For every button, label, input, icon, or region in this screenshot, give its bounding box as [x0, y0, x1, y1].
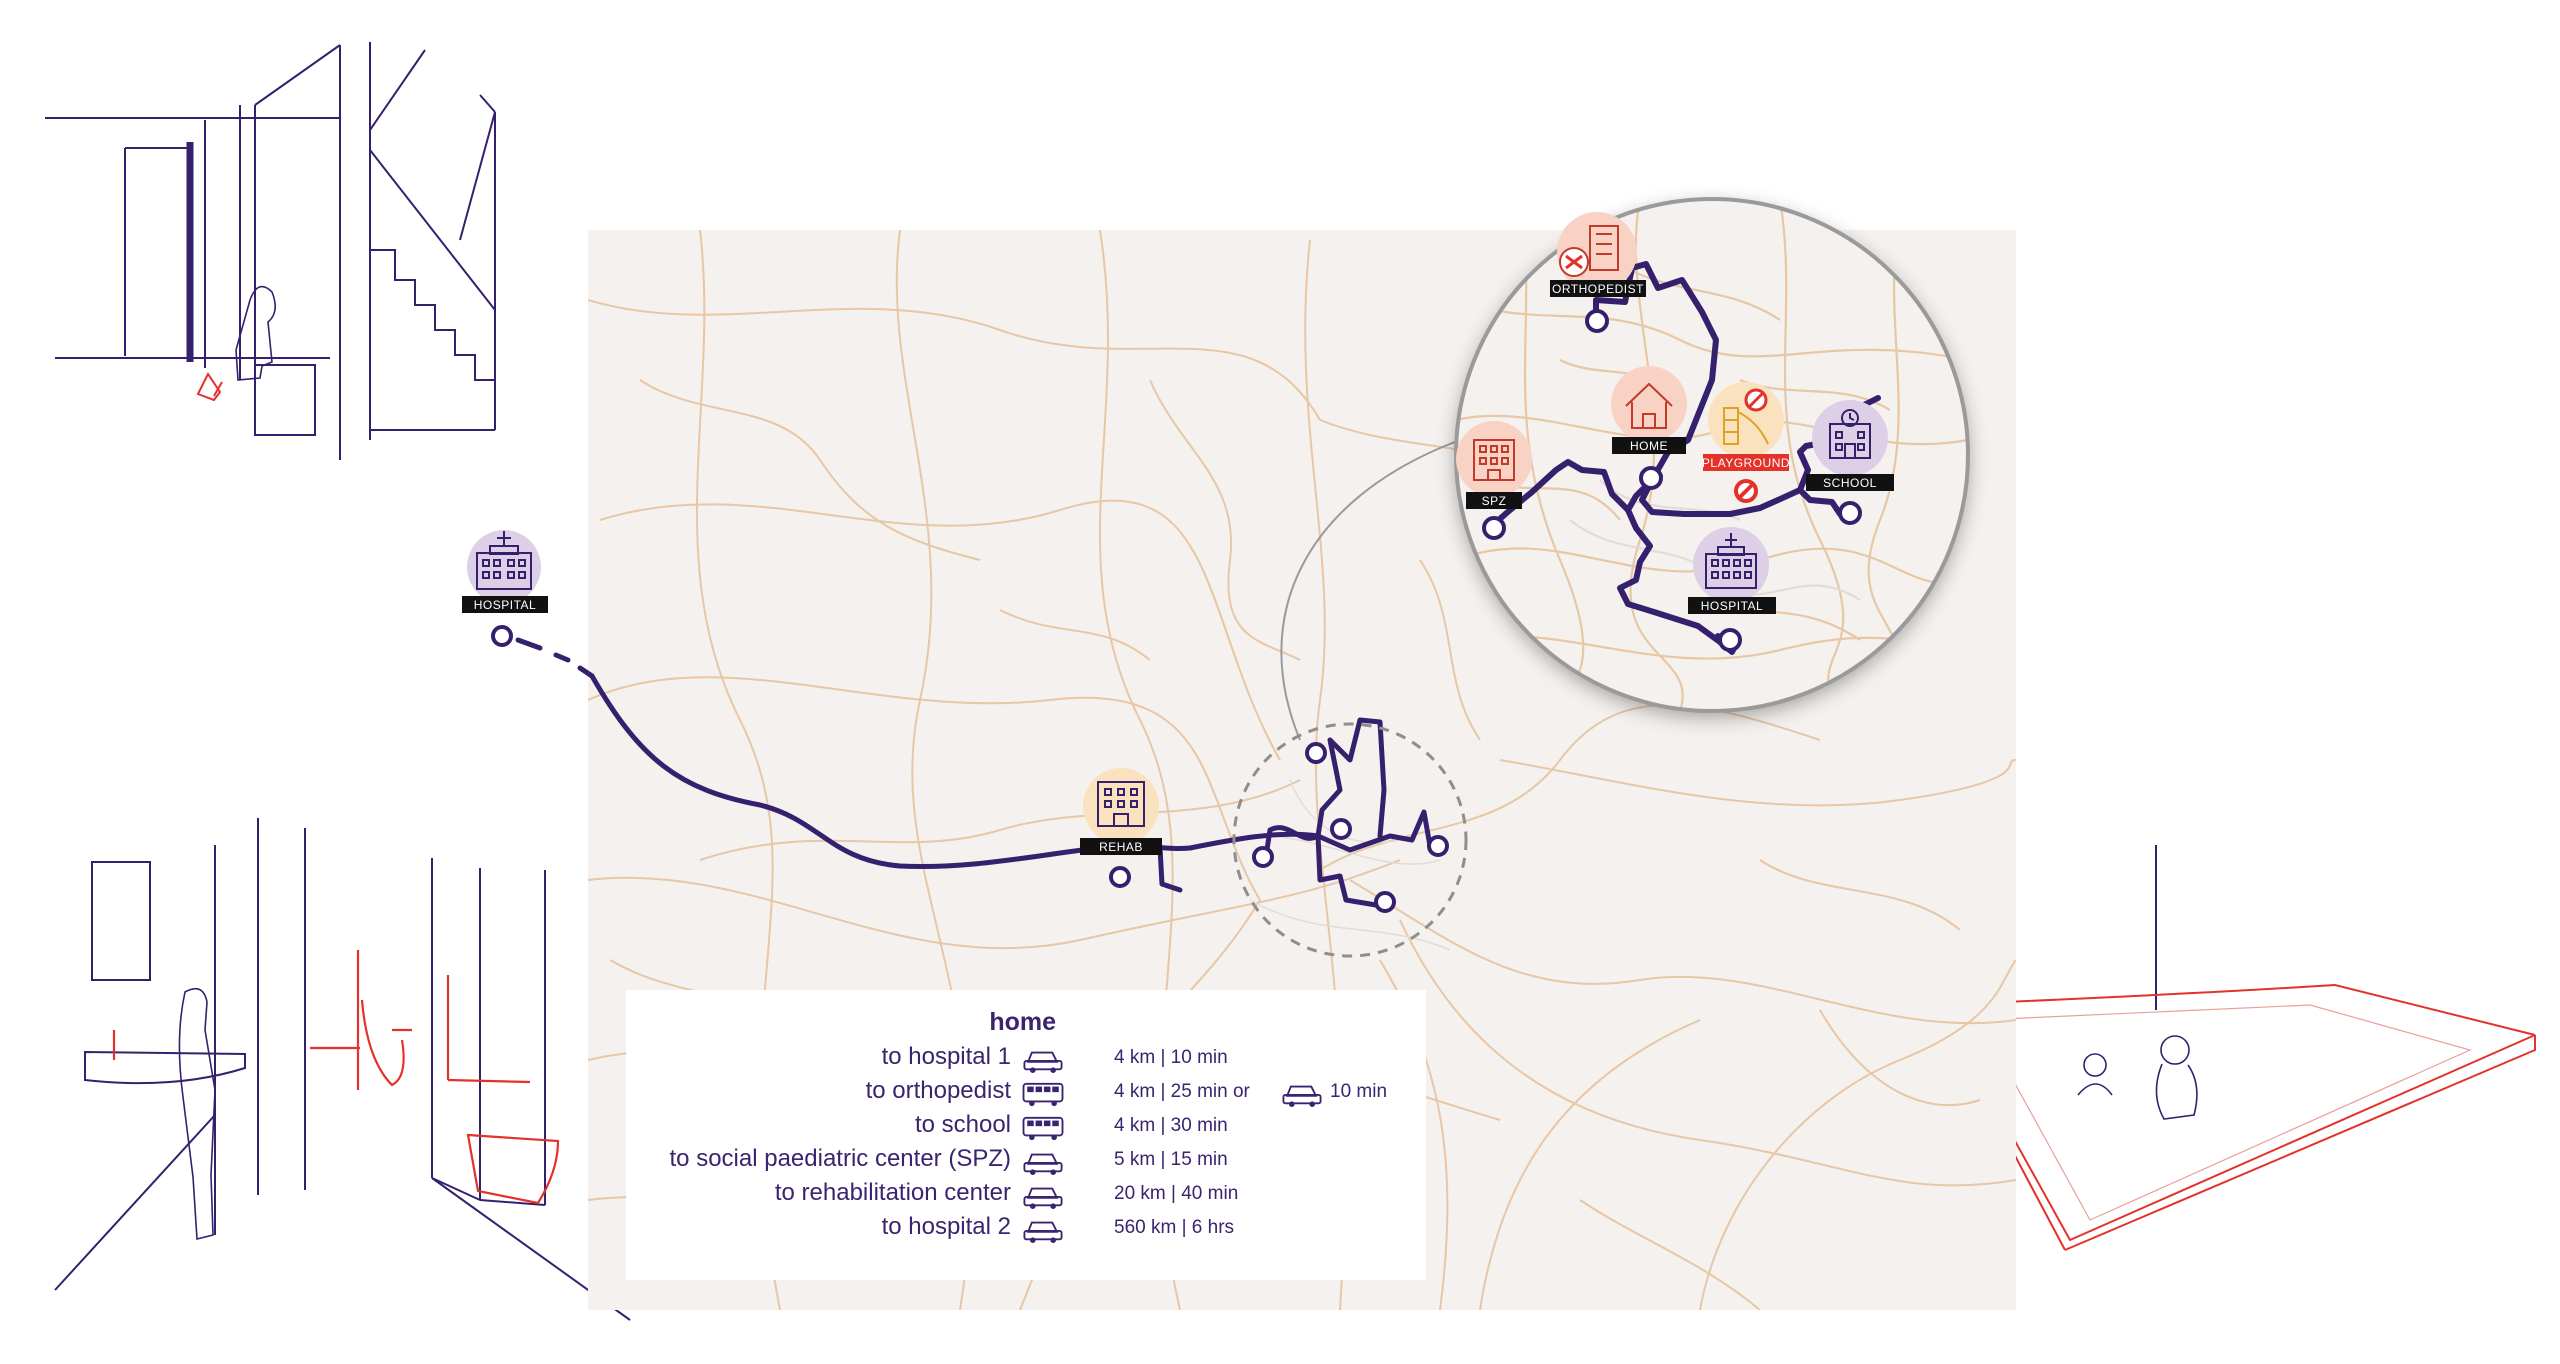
school-label: SCHOOL: [1823, 476, 1877, 490]
car-icon: [1023, 1153, 1063, 1175]
legend-title: home: [989, 1008, 1056, 1036]
hospital-zoom-label: HOSPITAL: [1701, 599, 1763, 613]
home-marker: HOME: [1611, 366, 1687, 454]
legend-row-spz: to social paediatric center (SPZ) 5 km |…: [626, 1145, 1426, 1179]
legend-destination: to school: [914, 1111, 1011, 1138]
bus-icon: [1022, 1116, 1064, 1141]
zoom-circle: ORTHOPEDIST HOME PLAYGROUND: [1454, 197, 1970, 713]
bus-icon: [1022, 1082, 1064, 1107]
legend-travel-info: 4 km | 25 min or: [1114, 1081, 1250, 1102]
sandpit-sketch: [1934, 845, 2536, 1251]
orthopedist-marker: ORTHOPEDIST: [1550, 212, 1646, 297]
playground-label: PLAYGROUND: [1702, 456, 1790, 470]
legend-row-rehab: to rehabilitation center 20 km | 40 min: [626, 1179, 1426, 1213]
hospital-zoom-marker: HOSPITAL: [1688, 527, 1776, 614]
legend-destination: to hospital 1: [881, 1043, 1011, 1070]
legend-travel-info: 20 km | 40 min: [1114, 1183, 1239, 1204]
legend-travel-info: 4 km | 30 min: [1114, 1115, 1228, 1136]
legend-alt-travel-info: 10 min: [1330, 1081, 1388, 1102]
playground-marker: PLAYGROUND: [1702, 382, 1790, 471]
spz-label: SPZ: [1482, 494, 1507, 508]
legend-destination: to hospital 2: [881, 1213, 1011, 1240]
focus-circle: [1232, 722, 1468, 958]
legend-travel-info: 5 km | 15 min: [1114, 1149, 1228, 1170]
zoom-connector: [1280, 439, 1461, 741]
stair-sketch: [45, 42, 496, 460]
rehab-marker: REHAB: [1080, 768, 1162, 855]
legend-travel-info: 560 km | 6 hrs: [1114, 1217, 1235, 1238]
legend-travel-info: 4 km | 10 min: [1114, 1047, 1228, 1068]
car-icon: [1023, 1187, 1063, 1209]
legend-row-hospital-2: to hospital 2 560 km | 6 hrs: [626, 1213, 1426, 1247]
legend-destination: to social paediatric center (SPZ): [669, 1145, 1011, 1172]
rehab-label: REHAB: [1099, 840, 1143, 854]
hospital-far-label: HOSPITAL: [474, 598, 536, 612]
travel-legend: home to hospital 1 4 km | 10 min to orth…: [626, 990, 1426, 1280]
bathroom-sketch: [54, 818, 631, 1321]
school-marker: SCHOOL: [1806, 400, 1894, 491]
playground-pin: [1734, 479, 1758, 503]
legend-row-orthopedist: to orthopedist 4 km | 25 min or 10 min: [626, 1077, 1426, 1111]
hospital-far-marker: HOSPITAL: [462, 530, 548, 613]
spz-marker: SPZ: [1456, 421, 1532, 509]
car-icon: [1023, 1221, 1063, 1243]
legend-destination: to rehabilitation center: [774, 1179, 1011, 1206]
legend-row-school: to school 4 km | 30 min: [626, 1111, 1426, 1145]
orthopedist-label: ORTHOPEDIST: [1552, 282, 1644, 296]
home-label: HOME: [1630, 439, 1668, 453]
legend-destination: to orthopedist: [865, 1077, 1011, 1104]
legend-row-hospital-1: to hospital 1 4 km | 10 min: [626, 1043, 1426, 1077]
car-icon: [1282, 1085, 1322, 1107]
main-map-pins: [491, 625, 1449, 913]
car-icon: [1023, 1051, 1063, 1073]
